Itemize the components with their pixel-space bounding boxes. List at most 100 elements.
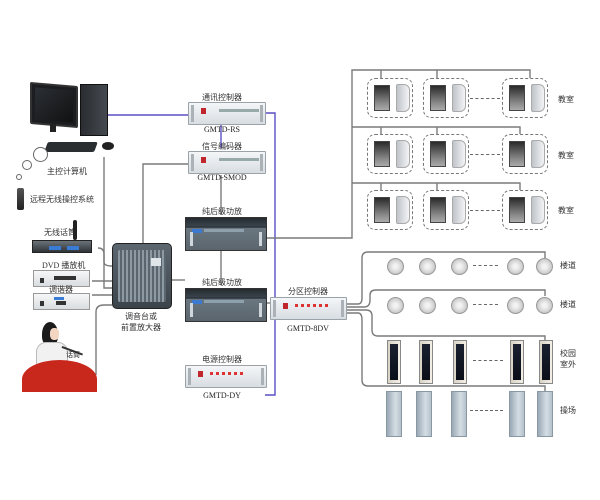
mixer-label-line1: 调音台或	[125, 312, 157, 321]
wall-speaker-icon	[531, 84, 545, 112]
continuation-dashes	[470, 210, 500, 211]
wire-amp1-to-classrooms	[265, 69, 531, 239]
classroom-unit	[502, 190, 548, 230]
outdoor-post-speaker-icon	[509, 391, 525, 437]
zone-label-classroom-3: 教室	[558, 206, 574, 215]
zone-label-corridor-2: 楼道	[560, 300, 576, 309]
wall-speaker-icon	[452, 84, 466, 112]
wall-speaker-icon	[452, 140, 466, 168]
power-controller-label: 电源控制器	[202, 355, 242, 364]
pc-tower-icon	[80, 84, 108, 136]
signal-encoder-model: GMTD-SMOD	[197, 173, 247, 182]
wall-speaker-icon	[396, 84, 410, 112]
mixer-icon	[112, 243, 172, 309]
wire-cls3	[352, 182, 521, 190]
classroom-controller-icon	[430, 141, 446, 167]
classroom-controller-icon	[509, 141, 525, 167]
zone-label-corridor-1: 楼道	[560, 261, 576, 270]
host-computer	[28, 81, 114, 162]
ceiling-speaker-icon	[419, 258, 436, 275]
zone-controller-device	[270, 297, 347, 320]
wire-mic-to-mixer	[95, 304, 112, 375]
classroom-controller-icon	[509, 197, 525, 223]
classroom-unit	[423, 190, 469, 230]
classroom-unit	[367, 190, 413, 230]
presenter-podium: 话筒	[22, 322, 97, 394]
power-controller-device	[185, 365, 267, 388]
power-amplifier-1-device	[185, 217, 267, 251]
classroom-controller-icon	[374, 197, 390, 223]
dvd-player-label: DVD 播放机	[42, 261, 86, 270]
wire-zone-to-corridor1	[345, 251, 546, 305]
column-speaker-icon	[453, 340, 467, 384]
ceiling-speaker-icon	[387, 297, 404, 314]
classroom-unit	[367, 78, 413, 118]
classroom-unit	[502, 134, 548, 174]
tuner-label: 调谐器	[49, 285, 73, 294]
ceiling-speaker-icon	[387, 258, 404, 275]
column-speaker-icon	[539, 340, 553, 384]
thought-bubble-medium	[22, 160, 32, 170]
comm-controller-model: GMTD-RS	[203, 125, 241, 134]
wire-zone-to-playground	[345, 312, 546, 392]
classroom-controller-icon	[430, 197, 446, 223]
ceiling-speaker-icon	[507, 297, 524, 314]
wire-comm-to-power	[265, 112, 276, 396]
classroom-controller-icon	[509, 85, 525, 111]
wire-zone-to-corridor2	[345, 289, 546, 308]
wireless-mic-handheld-icon	[73, 220, 77, 240]
zone-label-classroom-2: 教室	[558, 151, 574, 160]
host-computer-label: 主控计算机	[47, 167, 87, 176]
outdoor-post-speaker-icon	[537, 391, 553, 437]
classroom-controller-icon	[374, 85, 390, 111]
outdoor-post-speaker-icon	[416, 391, 432, 437]
keyboard-icon	[44, 142, 98, 152]
zone-label-playground: 操场	[560, 406, 576, 415]
microphone-label: 话筒	[66, 351, 80, 359]
column-speaker-icon	[510, 340, 524, 384]
classroom-unit	[423, 134, 469, 174]
zone-label-classroom-1: 教室	[558, 95, 574, 104]
wireless-mic-label: 无线话筒	[44, 228, 76, 237]
power-amplifier-2-device	[185, 288, 267, 322]
ceiling-speaker-icon	[507, 258, 524, 275]
wire-pc-to-mixer	[103, 157, 112, 289]
mouse-icon	[102, 142, 114, 150]
zone-controller-model: GMTD-8DV	[287, 324, 329, 333]
monitor-icon	[30, 81, 78, 129]
wall-speaker-icon	[452, 196, 466, 224]
classroom-controller-icon	[374, 141, 390, 167]
signal-encoder-label: 信号编码器	[202, 142, 242, 151]
wire-encoder-to-mixer	[142, 163, 188, 245]
column-speaker-icon	[419, 340, 433, 384]
outdoor-post-speaker-icon	[451, 391, 467, 437]
wireless-receiver-icon	[32, 240, 92, 253]
continuation-dashes	[470, 98, 500, 99]
wall-speaker-icon	[396, 196, 410, 224]
amp-1-label: 纯后级功放	[202, 207, 242, 216]
wire-cls2	[352, 126, 521, 134]
ceiling-speaker-icon	[451, 258, 468, 275]
remote-control-icon	[17, 188, 24, 210]
ceiling-speaker-icon	[451, 297, 468, 314]
wire-zone-to-outdoor	[345, 309, 546, 340]
remote-system-label: 远程无线操控系统	[30, 195, 94, 204]
ceiling-speaker-icon	[536, 258, 553, 275]
comm-controller-label: 通讯控制器	[202, 93, 242, 102]
classroom-controller-icon	[430, 85, 446, 111]
ceiling-speaker-icon	[419, 297, 436, 314]
tuner-icon	[33, 293, 90, 310]
wire-wmic-to-mixer	[97, 247, 113, 267]
zone-controller-label: 分区控制器	[288, 287, 328, 296]
continuation-dashes	[470, 410, 503, 411]
signal-encoder-device	[188, 151, 266, 174]
thought-bubble-large	[33, 147, 48, 162]
thought-bubble-small	[16, 174, 22, 180]
podium-icon	[22, 360, 97, 392]
classroom-unit	[502, 78, 548, 118]
wall-speaker-icon	[531, 196, 545, 224]
continuation-dashes	[473, 360, 503, 361]
continuation-dashes	[470, 154, 500, 155]
continuation-dashes	[473, 265, 498, 266]
